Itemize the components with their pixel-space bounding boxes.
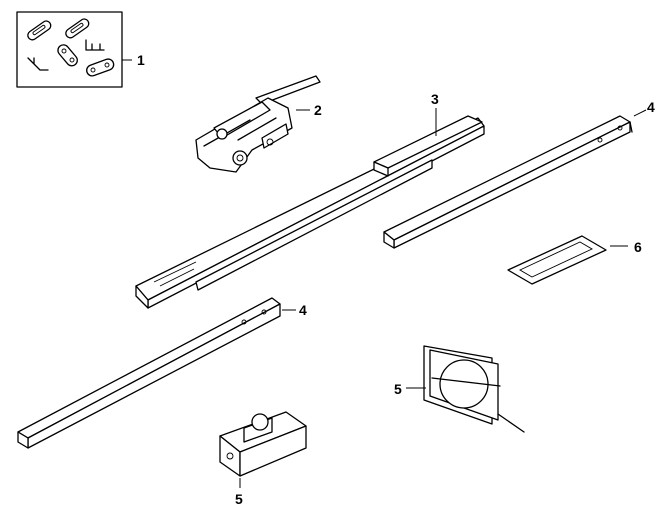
callout-6: 5 [394, 381, 402, 397]
warning-label-plate: 6 [507, 235, 642, 285]
bracket-pin [85, 39, 105, 51]
wall-bracket: 5 [394, 345, 525, 433]
link-plate-2 [86, 58, 115, 77]
front-rail-section: 3 [135, 91, 485, 309]
trolley-body [195, 97, 293, 173]
chain-link-1 [27, 20, 52, 41]
rail-section-upper: 4 [383, 99, 655, 249]
hardware-bag-frame [16, 11, 123, 88]
callout-7: 6 [634, 239, 642, 255]
callout-5: 5 [235, 491, 243, 507]
callout-4-lower: 4 [299, 302, 307, 318]
pull-cord [497, 413, 525, 433]
hardware-kit: 1 [16, 11, 145, 88]
trolley-assembly: 2 [195, 75, 322, 173]
chain-link-2 [65, 18, 90, 39]
callout-2: 2 [314, 102, 322, 118]
link-plate-1 [57, 44, 78, 67]
trolley-wheel [232, 150, 248, 166]
callout-1: 1 [137, 52, 145, 68]
rail-section-lower: 4 [17, 297, 307, 449]
callout-4-upper: 4 [647, 99, 655, 115]
door-bracket: 5 [219, 411, 307, 507]
callout-3: 3 [431, 91, 439, 107]
clevis-pin [27, 57, 49, 71]
